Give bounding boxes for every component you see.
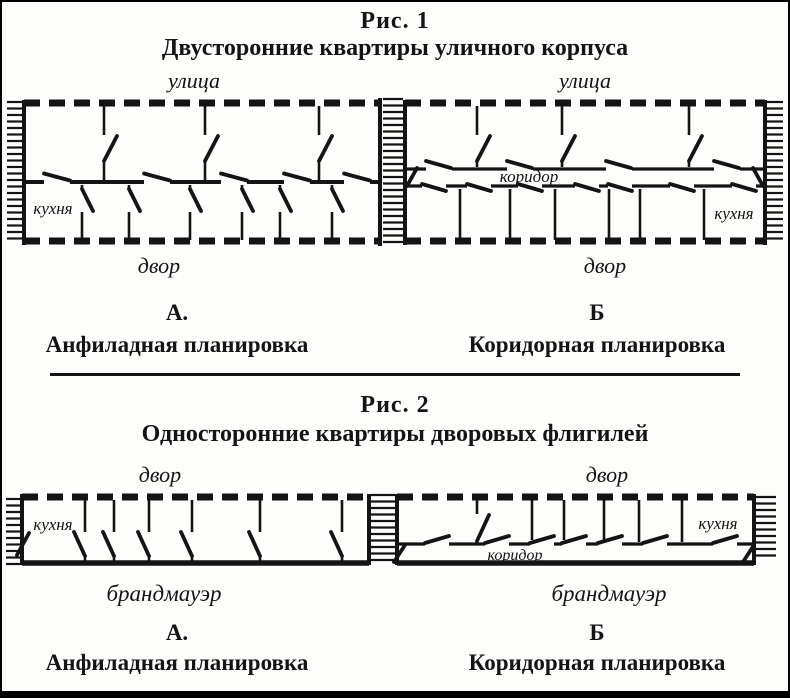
- plan2b-kitchen-label: кухня: [698, 514, 737, 533]
- figure2-number: Рис. 2: [360, 392, 430, 418]
- plan1a-street-label: улица: [166, 68, 220, 93]
- plan1b-street-label: улица: [557, 68, 611, 93]
- hatch-middle-party-wall: [383, 97, 403, 244]
- hatch-right-party-wall-2: [756, 495, 776, 557]
- section-divider: [50, 373, 740, 376]
- plan1b-courtyard-label: двор: [584, 253, 626, 278]
- plan-1a-walls: [22, 98, 382, 246]
- plan2b-letter: Б: [589, 620, 605, 645]
- plan2b-courtyard-label: двор: [586, 462, 628, 487]
- plan2b-corridor-label: коридор: [488, 547, 543, 564]
- plan2a-letter: А.: [165, 620, 189, 645]
- plan1b-letter: Б: [589, 300, 605, 325]
- figure2-title: Односторонние квартиры дворовых флигилей: [141, 421, 649, 447]
- plan2a-courtyard-label: двор: [139, 462, 181, 487]
- plan-1a-room-partitions-and-doors: [42, 106, 372, 240]
- hatch-middle-party-wall-2: [371, 493, 395, 562]
- plan2b-firewall-label: брандмауэр: [551, 581, 666, 606]
- plan2a-kitchen-label: кухня: [33, 515, 72, 534]
- plan-1b-room-partitions-and-doors: [405, 106, 765, 240]
- plan-2a-walls: [20, 493, 371, 566]
- plan1b-corridor-label: коридор: [500, 167, 558, 186]
- plan1a-courtyard-label: двор: [138, 253, 180, 278]
- hatch-left-party-wall: [7, 100, 23, 240]
- plan2a-firewall-label: брандмауэр: [106, 581, 221, 606]
- plan1a-kitchen-label: кухня: [33, 199, 72, 218]
- plan-2b-room-partitions-and-doors: [392, 500, 756, 564]
- plan2b-caption: Коридорная планировка: [468, 650, 726, 675]
- plan1b-caption: Коридорная планировка: [468, 332, 726, 357]
- plan2a-caption: Анфиладная планировка: [45, 650, 309, 675]
- figure2-plans-drawing: двор двор кухня: [6, 462, 776, 606]
- plan1a-letter: А.: [165, 300, 189, 325]
- hatch-right-party-wall: [767, 100, 783, 240]
- page-bottom-edge: [2, 691, 788, 698]
- figure1-plans-drawing: улица улица: [7, 68, 783, 278]
- plan1b-kitchen-label: кухня: [714, 204, 753, 223]
- plan-2a-room-partitions-and-doors: [15, 500, 344, 561]
- plan1a-caption: Анфиладная планировка: [45, 332, 309, 357]
- figure1-number: Рис. 1: [360, 8, 430, 34]
- figure1-title: Двусторонние квартиры уличного корпуса: [161, 35, 629, 61]
